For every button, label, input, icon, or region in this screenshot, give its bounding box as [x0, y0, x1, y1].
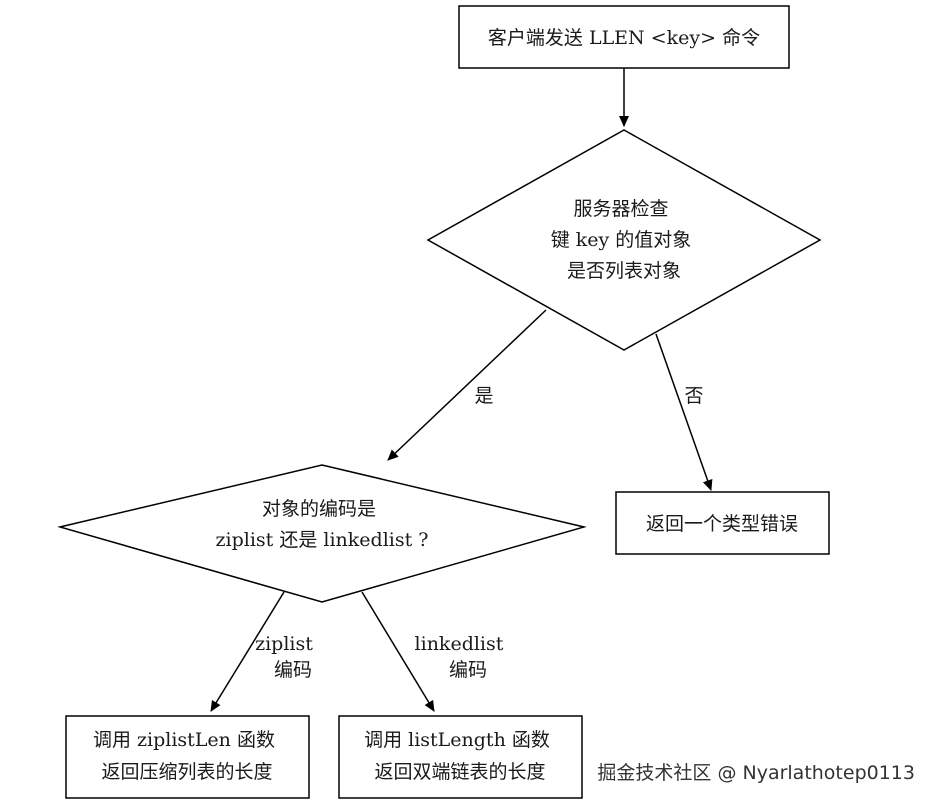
check-type-label: 服务器检查 键 key 的值对象 是否列表对象 — [551, 198, 698, 282]
check-type-diamond — [426, 129, 822, 351]
start-node-box — [458, 5, 790, 69]
check-type-line-1: 服务器检查 — [573, 198, 668, 220]
list-length-line-2: 返回双端链表的长度 — [374, 761, 545, 783]
edge-label-ziplist-line-1: ziplist — [255, 633, 313, 655]
type-error-label: 返回一个类型错误 — [646, 513, 798, 535]
check-encoding-line-1: 对象的编码是 — [262, 498, 376, 520]
ziplist-len-line-2: 返回压缩列表的长度 — [101, 761, 272, 783]
check-encoding-diamond — [57, 464, 587, 603]
type-error-line-1: 返回一个类型错误 — [646, 513, 798, 535]
edge-label-linkedlist-line-1: linkedlist — [415, 633, 504, 655]
edge-label-linkedlist-line-2: 编码 — [449, 659, 487, 681]
list-length-label: 调用 listLength 函数 返回双端链表的长度 — [364, 729, 556, 783]
watermark: 掘金技术社区 @ Nyarlathotep0113 — [597, 762, 915, 784]
edge-label-ziplist-line-2: 编码 — [274, 659, 312, 681]
check-encoding-label: 对象的编码是 ziplist 还是 linkedlist ? — [216, 498, 429, 551]
check-type-line-2: 键 key 的值对象 — [551, 229, 692, 251]
edge-label-no: 否 — [684, 385, 703, 407]
type-error-box — [615, 491, 830, 555]
start-node-line-1: 客户端发送 LLEN <key> 命令 — [488, 27, 760, 49]
start-node-label: 客户端发送 LLEN <key> 命令 — [488, 27, 760, 49]
edge-label-yes-line-1: 是 — [474, 385, 493, 407]
edge-no — [655, 333, 713, 491]
ziplist-len-box — [65, 715, 310, 799]
list-length-box — [338, 715, 583, 799]
ziplist-len-line-1: 调用 ziplistLen 函数 — [93, 729, 275, 751]
edge-label-no-line-1: 否 — [684, 385, 703, 407]
edge-label-yes: 是 — [474, 385, 493, 407]
edge-linkedlist — [361, 591, 435, 712]
check-encoding-line-2: ziplist 还是 linkedlist ? — [216, 529, 429, 551]
edge-label-linkedlist: linkedlist 编码 — [415, 633, 510, 681]
edge-label-ziplist: ziplist 编码 — [255, 633, 319, 681]
list-length-line-1: 调用 listLength 函数 — [364, 729, 550, 751]
ziplist-len-label: 调用 ziplistLen 函数 返回压缩列表的长度 — [93, 729, 281, 783]
check-type-line-3: 是否列表对象 — [567, 260, 681, 282]
edge-ziplist — [210, 591, 285, 712]
edge-yes — [387, 309, 547, 461]
